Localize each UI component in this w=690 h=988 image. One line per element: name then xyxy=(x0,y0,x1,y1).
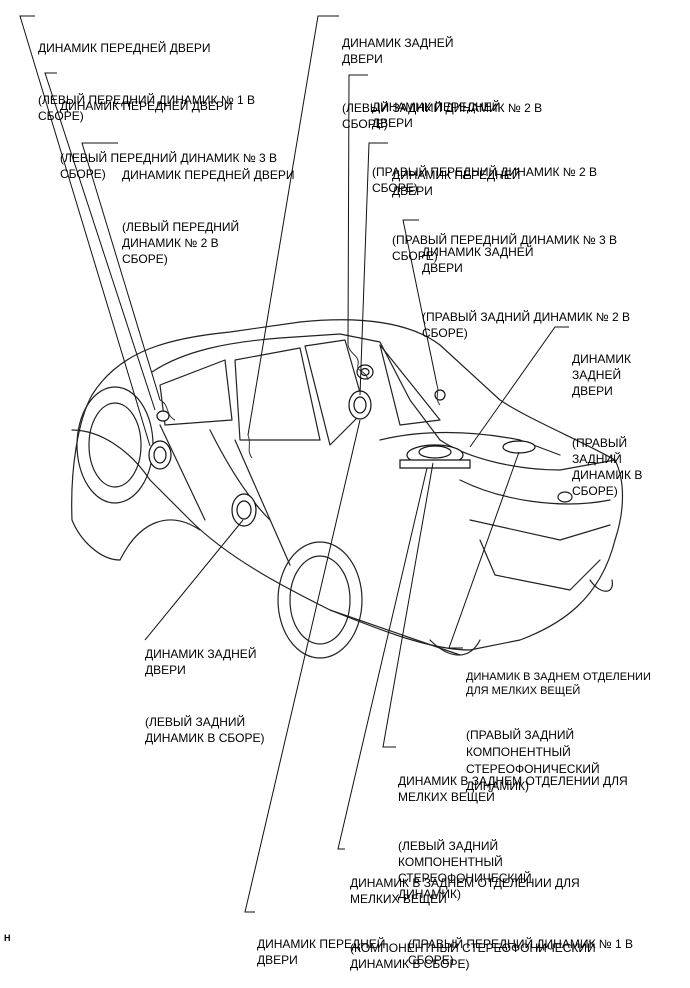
label-lr-speaker: ДИНАМИК ЗАДНЕЙ ДВЕРИ (ЛЕВЫЙ ЗАДНИЙ ДИНАМ… xyxy=(145,614,264,762)
label-rf-speaker-2: ДИНАМИК ПЕРЕДНЕЙ ДВЕРИ (ПРАВЫЙ ПЕРЕДНИЙ … xyxy=(372,67,597,212)
label-lf-speaker-1: ДИНАМИК ПЕРЕДНЕЙ ДВЕРИ (ЛЕВЫЙ ПЕРЕДНИЙ Д… xyxy=(38,8,255,140)
label-detail: (ЛЕВЫЙ ПЕРЕДНИЙ ДИНАМИК № 1 В СБОРЕ) xyxy=(38,93,256,123)
label-detail: (ЛЕВЫЙ ЗАДНИЙ КОМПОНЕНТНЫЙ СТЕРЕОФОНИЧЕС… xyxy=(398,839,532,901)
label-rf-speaker-3: ДИНАМИК ПЕРЕДНЕЙ ДВЕРИ (ПРАВЫЙ ПЕРЕДНИЙ … xyxy=(392,135,617,280)
label-shelf-left-speaker: ДИНАМИК В ЗАДНЕМ ОТДЕЛЕНИИ ДЛЯ МЕЛКИХ ВЕ… xyxy=(398,741,628,918)
label-detail: (ПРАВЫЙ ПЕРЕДНИЙ ДИНАМИК № 1 В СБОРЕ) xyxy=(408,937,634,967)
leader-lines xyxy=(19,15,569,913)
label-name: ДИНАМИК ПЕРЕДНЕЙ ДВЕРИ xyxy=(60,99,233,113)
label-name: ДИНАМИК ПЕРЕДНЕЙ ДВЕРИ xyxy=(122,168,295,182)
label-name: ДИНАМИК В ЗАДНЕМ ОТДЕЛЕНИИ ДЛЯ МЕЛКИХ ВЕ… xyxy=(398,774,628,804)
label-detail: (ПРАВЫЙ ЗАДНИЙ КОМПОНЕНТНЫЙ СТЕРЕОФОНИЧЕ… xyxy=(466,728,600,793)
speaker-rf-tweeter xyxy=(356,364,374,380)
label-rr-speaker: ДИНАМИК ЗАДНЕЙ ДВЕРИ (ПРАВЫЙ ЗАДНИЙ ДИНА… xyxy=(572,319,642,515)
label-name: ДИНАМИК ПЕРЕДНЕЙ ДВЕРИ xyxy=(392,168,521,198)
label-detail: (ПРАВЫЙ ЗАДНИЙ ДИНАМИК № 2 В СБОРЕ) xyxy=(422,310,631,340)
label-detail: (ЛЕВЫЙ ПЕРЕДНИЙ ДИНАМИК № 3 В СБОРЕ) xyxy=(60,151,278,181)
speaker-lf-door xyxy=(148,440,172,470)
label-detail: (ПРАВЫЙ ПЕРЕДНИЙ ДИНАМИК № 2 В СБОРЕ) xyxy=(372,165,598,195)
label-rf-speaker-1-name: ДИНАМИК ПЕРЕДНЕЙ ДВЕРИ xyxy=(257,904,385,984)
label-shelf-right-speaker: ДИНАМИК В ЗАДНЕМ ОТДЕЛЕНИИ ДЛЯ МЕЛКИХ ВЕ… xyxy=(466,642,651,809)
label-name: ДИНАМИК В ЗАДНЕМ ОТДЕЛЕНИИ ДЛЯ МЕЛКИХ ВЕ… xyxy=(466,671,651,697)
figure-mark: H xyxy=(4,933,11,943)
label-name: ДИНАМИК ЗАДНЕЙ ДВЕРИ xyxy=(422,245,534,275)
speakers xyxy=(148,364,536,527)
label-rr-speaker-2: ДИНАМИК ЗАДНЕЙ ДВЕРИ (ПРАВЫЙ ЗАДНИЙ ДИНА… xyxy=(422,212,630,357)
speaker-shelf-right xyxy=(502,440,536,454)
speaker-shelf-center xyxy=(399,444,471,469)
harness-wires xyxy=(159,344,441,459)
label-rf-speaker-1-detail: (ПРАВЫЙ ПЕРЕДНИЙ ДИНАМИК № 1 В СБОРЕ) xyxy=(408,904,633,984)
label-name: ДИНАМИК ПЕРЕДНЕЙ ДВЕРИ xyxy=(257,937,386,967)
label-detail: (ЛЕВЫЙ ЗАДНИЙ ДИНАМИК № 2 В СБОРЕ) xyxy=(342,101,543,131)
speaker-rr-tweeter xyxy=(434,389,446,401)
car-outline xyxy=(71,319,624,659)
car-speaker-diagram xyxy=(19,15,624,913)
label-name: ДИНАМИК ПЕРЕДНЕЙ ДВЕРИ xyxy=(372,100,501,130)
label-lf-speaker-3: ДИНАМИК ПЕРЕДНЕЙ ДВЕРИ (ЛЕВЫЙ ПЕРЕДНИЙ Д… xyxy=(60,66,277,198)
speaker-rf-door xyxy=(348,390,372,420)
label-name: ДИНАМИК ПЕРЕДНЕЙ ДВЕРИ xyxy=(38,41,211,55)
label-detail: (ПРАВЫЙ ЗАДНИЙ ДИНАМИК В СБОРЕ) xyxy=(572,436,643,498)
label-name: ДИНАМИК ЗАДНЕЙ ДВЕРИ xyxy=(145,647,257,677)
label-name: ДИНАМИК В ЗАДНЕМ ОТДЕЛЕНИИ ДЛЯ МЕЛКИХ ВЕ… xyxy=(350,876,580,906)
label-lr-speaker-2: ДИНАМИК ЗАДНЕЙ ДВЕРИ (ЛЕВЫЙ ЗАДНИЙ ДИНАМ… xyxy=(342,3,542,148)
label-detail: (ЛЕВЫЙ ПЕРЕДНИЙ ДИНАМИК № 2 В СБОРЕ) xyxy=(122,220,240,266)
label-lf-speaker-2: ДИНАМИК ПЕРЕДНЕЙ ДВЕРИ (ЛЕВЫЙ ПЕРЕДНИЙ Д… xyxy=(122,135,295,283)
label-detail: (ПРАВЫЙ ПЕРЕДНИЙ ДИНАМИК № 3 В СБОРЕ) xyxy=(392,233,618,263)
speaker-lf-tweeter xyxy=(156,410,170,422)
label-name: ДИНАМИК ЗАДНЕЙ ДВЕРИ xyxy=(342,36,454,66)
label-detail: (ЛЕВЫЙ ЗАДНИЙ ДИНАМИК В СБОРЕ) xyxy=(145,715,265,745)
speaker-lr-door xyxy=(231,493,257,527)
label-name: ДИНАМИК ЗАДНЕЙ ДВЕРИ xyxy=(572,352,632,398)
